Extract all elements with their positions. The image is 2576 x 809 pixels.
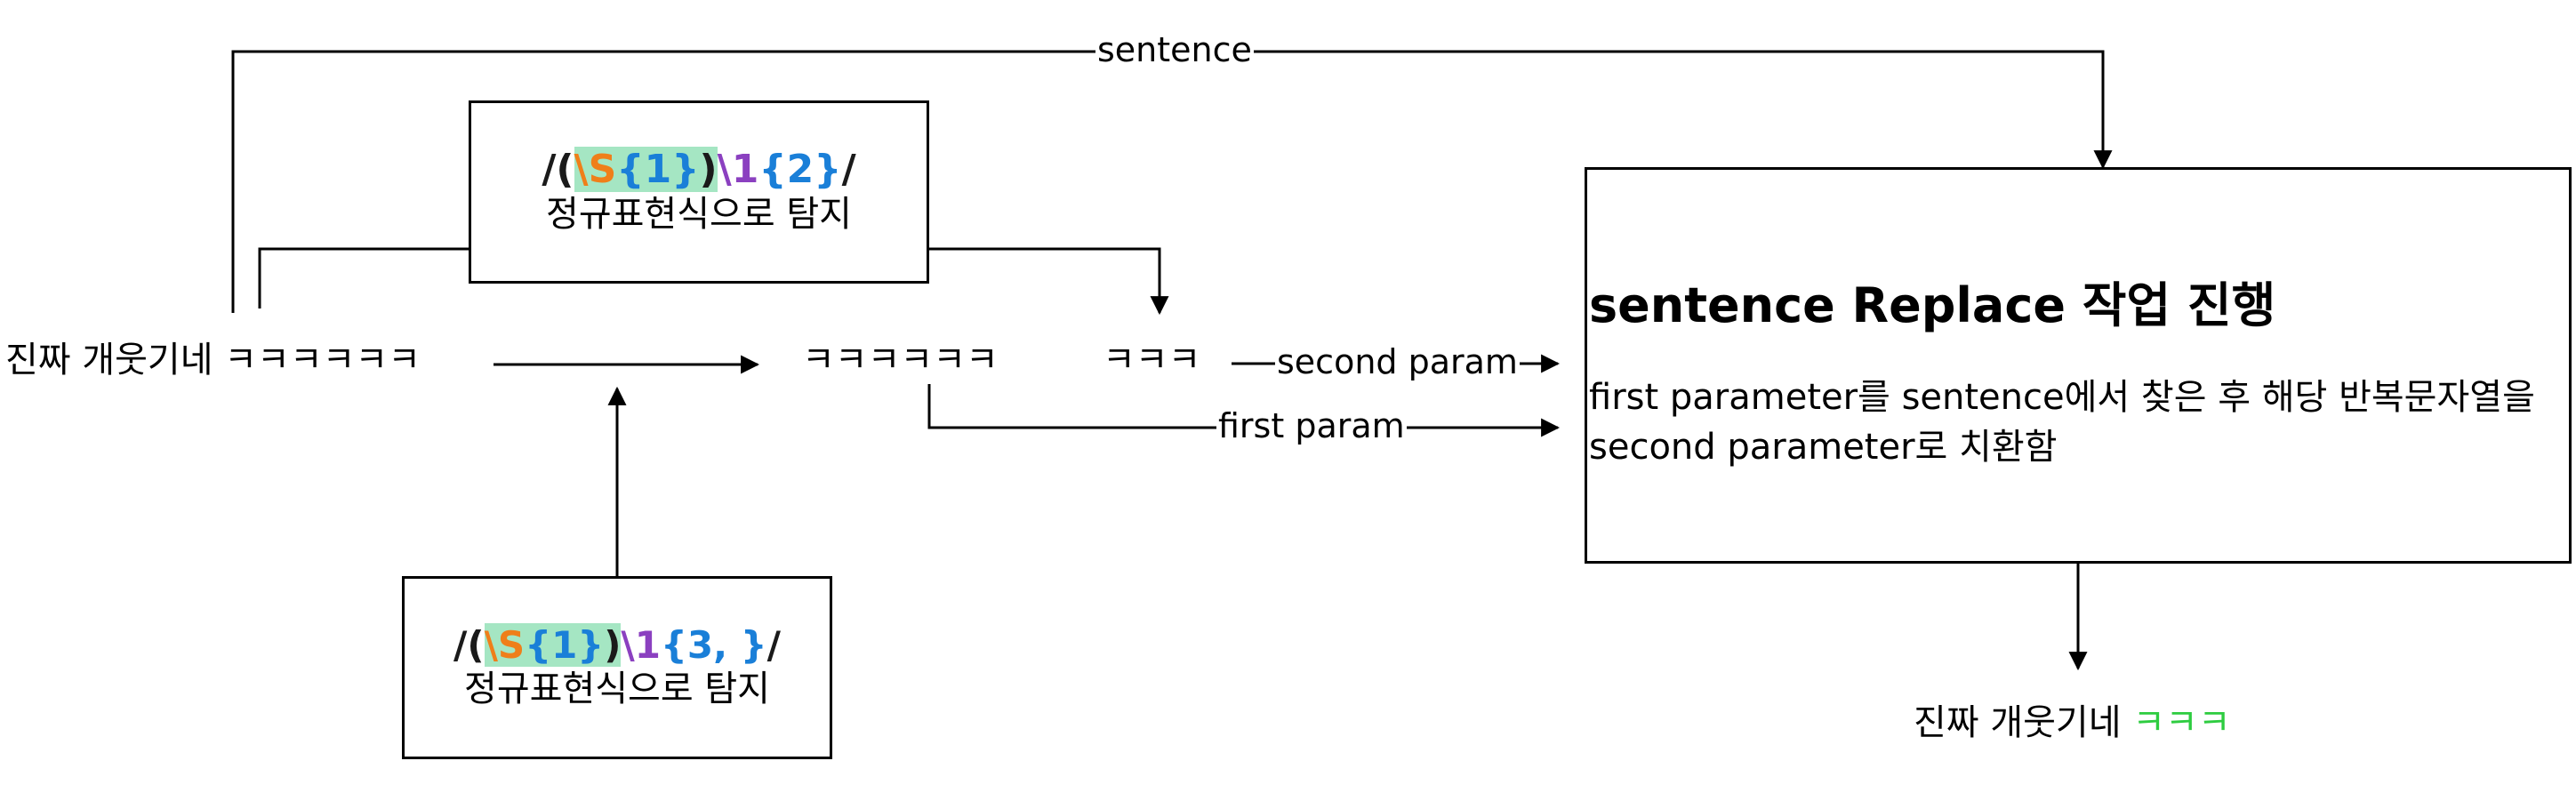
arrow-top-regex-to-short-match <box>927 247 1169 316</box>
regex-repeat: {2} <box>758 146 842 192</box>
replace-title: sentence Replace 작업 진행 <box>1589 277 2276 333</box>
replace-process-box: sentence Replace 작업 진행 first parameter를 … <box>1585 167 2572 564</box>
line-input-to-top-regex <box>258 247 469 308</box>
replace-description: first parameter를 sentence에서 찾은 후 해당 반복문자… <box>1589 372 2535 472</box>
regex-quantifier: {1} <box>616 146 700 192</box>
regex-escape: \S <box>574 146 617 192</box>
regex-box-top: /(\S{1})\1{2}/ 정규표현식으로 탐지 <box>469 100 929 284</box>
input-sentence: 진짜 개웃기네 ㅋㅋㅋㅋㅋㅋ <box>5 340 421 380</box>
regex-repeat: {3, } <box>661 622 767 667</box>
regex-backref: \1 <box>717 146 759 192</box>
replace-description-line-2: second parameter로 치환함 <box>1589 427 2058 468</box>
regex-close-group: ) <box>699 146 718 192</box>
label-sentence: sentence <box>1095 30 1254 69</box>
regex-escape: \S <box>484 622 526 667</box>
regex-description-bottom: 정규표현식으로 탐지 <box>464 669 770 710</box>
regex-end: / <box>841 146 856 192</box>
regex-open: /( <box>542 146 574 192</box>
regex-close-group: ) <box>604 622 622 667</box>
regex-description-top: 정규표현식으로 탐지 <box>546 194 852 236</box>
replace-description-line-1: first parameter를 sentence에서 찾은 후 해당 반복문자… <box>1589 377 2535 418</box>
regex-quantifier: {1} <box>525 622 605 667</box>
regex-backref: \1 <box>621 622 661 667</box>
label-second-param: second param <box>1275 342 1520 381</box>
regex-pattern-bottom: /(\S{1})\1{3, }/ <box>453 622 781 667</box>
regex-open: /( <box>453 622 485 667</box>
regex-pattern-top: /(\S{1})\1{2}/ <box>542 146 856 193</box>
output-sentence: 진짜 개웃기네 ㅋㅋㅋ <box>1914 705 2231 741</box>
full-match-text: ㅋㅋㅋㅋㅋㅋ <box>802 340 999 380</box>
regex-end: / <box>766 622 781 667</box>
label-first-param: first param <box>1216 406 1407 445</box>
regex-box-bottom: /(\S{1})\1{3, }/ 정규표현식으로 탐지 <box>402 576 832 759</box>
output-prefix: 진짜 개웃기네 <box>1914 702 2133 743</box>
short-match-text: ㅋㅋㅋ <box>1103 340 1201 380</box>
output-suffix: ㅋㅋㅋ <box>2132 702 2231 743</box>
